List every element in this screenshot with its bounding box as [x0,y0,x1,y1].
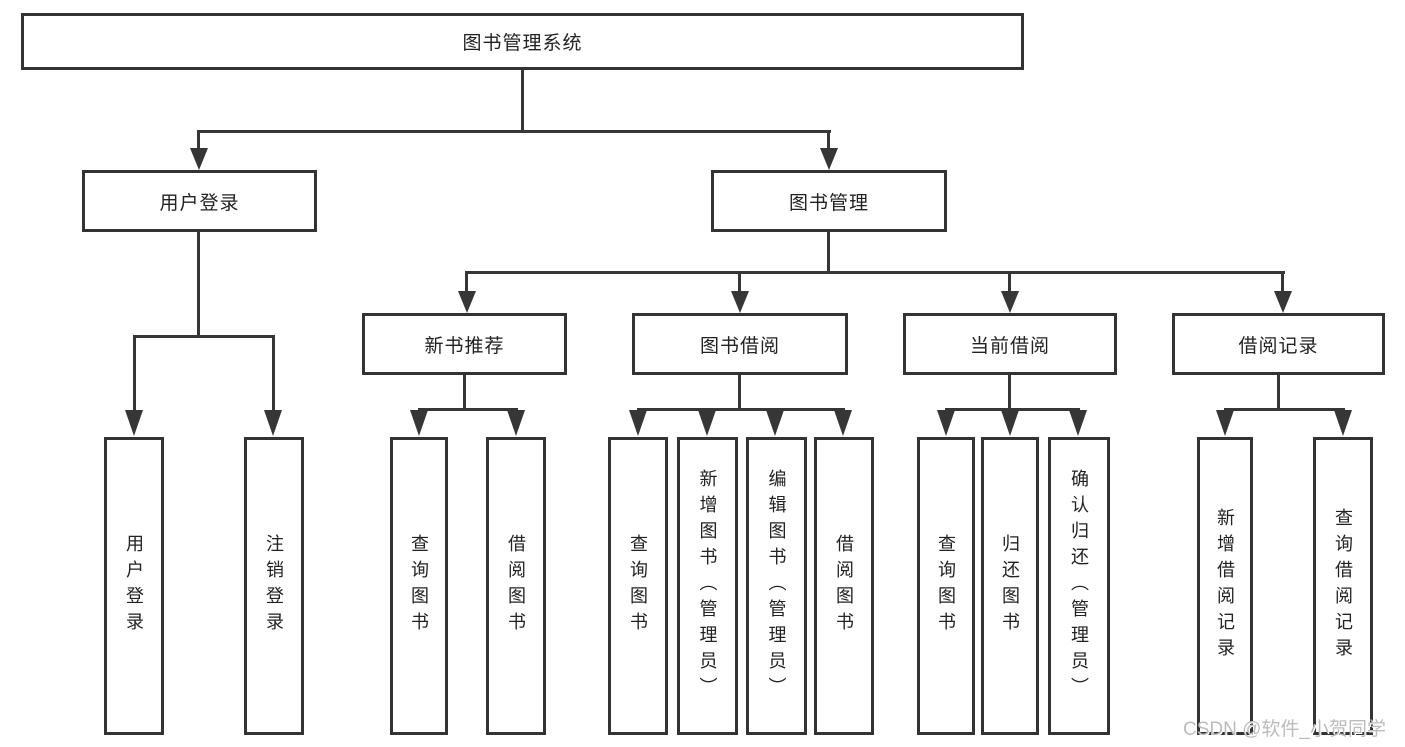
leaf-box-query-books-borrow: 查询图书 [608,437,668,735]
leaf-box-borrow-books-borrow: 借阅图书 [814,437,874,735]
leaf-box-query-books-new: 查询图书 [390,437,448,735]
arrowhead-to-query-books-new [410,410,428,436]
leaf-label-query-borrow-record: 查询借阅记录 [1333,508,1353,664]
group-label-book-borrow: 图书借阅 [699,335,780,357]
connector-book-management-branch [465,271,1285,274]
arrowhead-to-return-books [1001,410,1019,436]
connector-book-borrow-trunk [738,375,741,411]
connector-user-login-trunk [197,232,200,335]
arrowhead-to-current-borrow [1001,291,1019,313]
arrowhead-to-leaf-user-login [125,410,143,436]
connector-root-branch [197,130,831,133]
connector-drop-borrow-records [1281,271,1284,291]
arrowhead-to-confirm-return-admin [1069,410,1087,436]
root-label: 图书管理系统 [462,33,583,54]
leaf-box-logout: 注销登录 [244,437,304,735]
group-label-new-book-recommend: 新书推荐 [424,335,505,357]
connector-drop-leaf-user-login [133,335,136,413]
leaf-label-edit-book-admin: 编辑图书（管理员） [766,469,787,703]
leaf-box-add-borrow-record: 新增借阅记录 [1197,437,1253,735]
arrowhead-to-edit-book-admin [766,410,784,436]
leaf-label-add-book-admin: 新增图书（管理员） [697,469,718,703]
group-label-current-borrow: 当前借阅 [969,335,1050,357]
leaf-label-query-books-borrow: 查询图书 [628,534,648,638]
leaf-box-user-login: 用户登录 [104,437,164,735]
leaf-box-borrow-books-new: 借阅图书 [486,437,546,735]
arrowhead-to-add-borrow-record [1216,410,1234,436]
leaf-label-query-books-current: 查询图书 [936,534,956,638]
leaf-box-query-books-current: 查询图书 [917,437,975,735]
arrowhead-to-book-management [820,148,838,170]
leaf-label-borrow-books-new: 借阅图书 [506,534,526,638]
leaf-box-edit-book-admin: 编辑图书（管理员） [746,437,807,735]
group-box-new-book-recommend: 新书推荐 [362,313,567,375]
connector-drop-book-management [827,130,830,150]
leaf-label-logout: 注销登录 [264,534,284,638]
arrowhead-to-add-book-admin [698,410,716,436]
group-box-book-borrow: 图书借阅 [632,313,848,375]
root-box-library-system: 图书管理系统 [21,13,1024,70]
connector-new-book-branch [418,408,518,411]
leaf-label-add-borrow-record: 新增借阅记录 [1215,508,1235,664]
connector-new-book-trunk [463,375,466,411]
arrowhead-to-user-login [190,148,208,170]
branch-label-book-management: 图书管理 [788,192,869,214]
arrowhead-to-borrow-records [1274,291,1292,313]
group-box-borrow-records: 借阅记录 [1172,313,1385,375]
connector-root-trunk [521,70,524,130]
connector-current-borrow-trunk [1008,375,1011,411]
arrowhead-to-new-book [458,291,476,313]
arrowhead-to-leaf-logout [264,410,282,436]
branch-box-book-management: 图书管理 [711,170,947,232]
leaf-label-borrow-books-borrow: 借阅图书 [834,534,854,638]
connector-drop-book-borrow [738,271,741,291]
connector-drop-leaf-logout [272,335,275,413]
arrowhead-to-borrow-books-borrow [834,410,852,436]
leaf-box-add-book-admin: 新增图书（管理员） [677,437,738,735]
connector-drop-new-book [465,271,468,291]
connector-drop-user-login [197,130,200,150]
arrowhead-to-query-books-current [937,410,955,436]
arrowhead-to-query-books-borrow [629,410,647,436]
leaf-box-return-books: 归还图书 [981,437,1039,735]
connector-borrow-records-branch [1224,408,1345,411]
connector-book-borrow-branch [637,408,845,411]
leaf-box-query-borrow-record: 查询借阅记录 [1313,437,1373,735]
group-label-borrow-records: 借阅记录 [1238,335,1319,357]
leaf-label-return-books: 归还图书 [1000,534,1020,638]
leaf-label-user-login: 用户登录 [124,534,144,638]
leaf-box-confirm-return-admin: 确认归还（管理员） [1048,437,1110,735]
connector-book-management-trunk [827,232,830,272]
leaf-label-query-books-new: 查询图书 [409,534,429,638]
group-box-current-borrow: 当前借阅 [903,313,1117,375]
connector-current-borrow-branch [945,408,1080,411]
branch-box-user-login: 用户登录 [82,170,317,232]
branch-label-user-login: 用户登录 [159,192,240,214]
connector-user-login-branch [133,335,275,338]
connector-borrow-records-trunk [1277,375,1280,411]
arrowhead-to-query-borrow-record [1334,410,1352,436]
arrowhead-to-book-borrow [731,291,749,313]
leaf-label-confirm-return-admin: 确认归还（管理员） [1069,469,1089,703]
arrowhead-to-borrow-books-new [507,410,525,436]
connector-drop-current-borrow [1008,271,1011,291]
csdn-watermark: CSDN @软件_小贺同学 [1183,719,1386,740]
